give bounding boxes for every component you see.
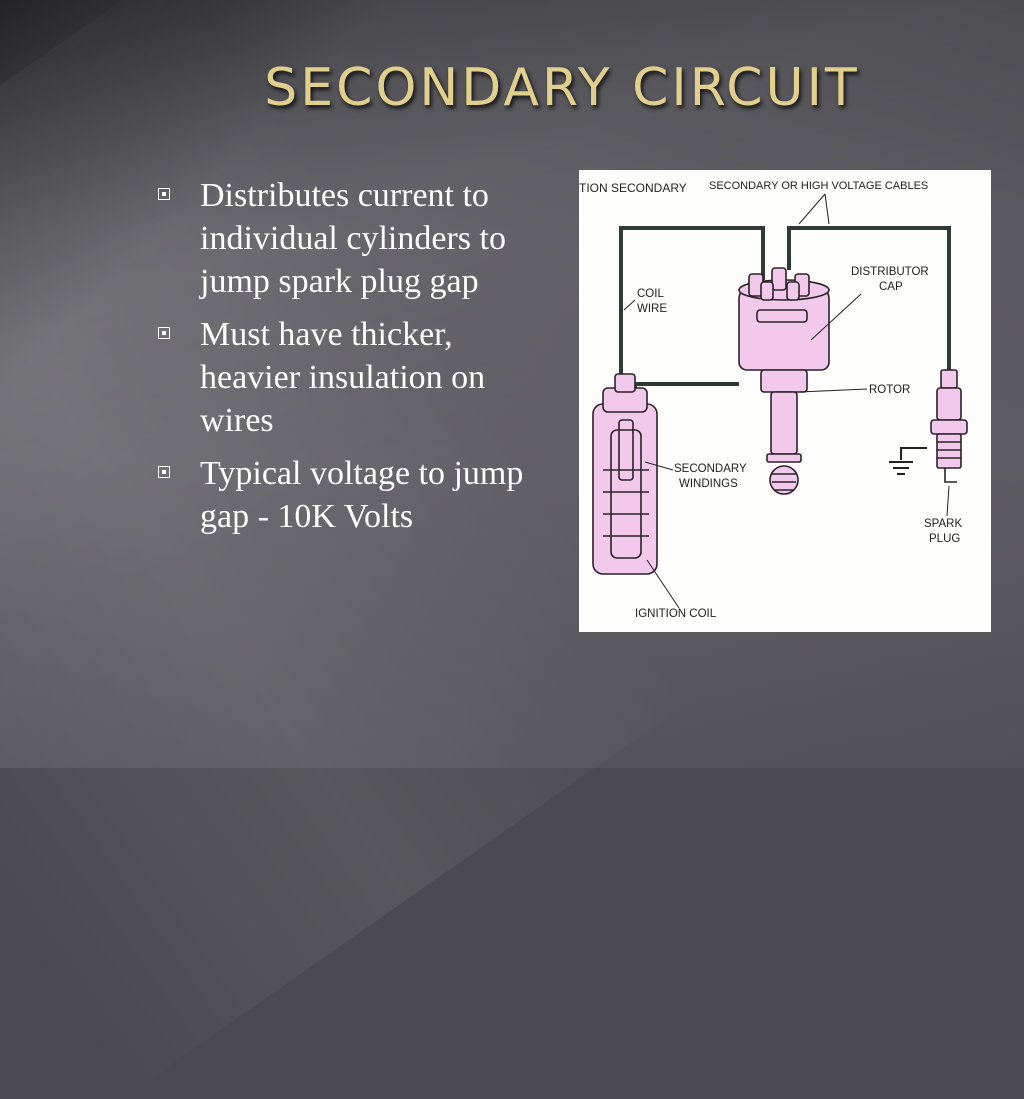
square-bullet-icon [158,327,170,339]
label-distributor-cap-1: DISTRIBUTOR [851,266,929,278]
slide-title: SECONDARY CIRCUIT [264,58,860,118]
bullet-text: Typical voltage to jump gap - 10K Volts [200,455,524,535]
ground-symbol-icon [889,447,927,475]
ignition-coil-icon [592,373,658,575]
bullet-text: Must have thicker, heavier insulation on… [200,316,486,439]
label-spark-plug-2: PLUG [929,533,960,545]
label-ignition-coil: IGNITION COIL [635,608,717,620]
ignition-diagram-drawing: TION SECONDARY SECONDARY OR HIGH VOLTAGE… [579,180,968,620]
label-distributor-cap-2: CAP [879,281,903,293]
distributor-icon [738,267,830,495]
diagram-header: TION SECONDARY [579,181,687,195]
bullet-item: Must have thicker, heavier insulation on… [158,313,548,442]
label-spark-plug-1: SPARK [924,518,962,530]
label-coil-wire-2: WIRE [637,303,667,315]
label-secondary-windings-1: SECONDARY [674,463,747,475]
label-secondary-windings-2: WINDINGS [679,478,738,490]
ignition-diagram: TION SECONDARY SECONDARY OR HIGH VOLTAGE… [579,170,991,632]
bullet-text: Distributes current to individual cylind… [200,177,506,300]
label-high-voltage-cables: SECONDARY OR HIGH VOLTAGE CABLES [709,180,928,192]
square-bullet-icon [158,466,170,478]
label-leader-lines [623,293,950,609]
bullet-item: Typical voltage to jump gap - 10K Volts [158,452,548,538]
bullet-item: Distributes current to individual cylind… [158,174,548,303]
square-bullet-icon [158,188,170,200]
label-coil-wire-1: COIL [637,288,664,300]
bullet-list: Distributes current to individual cylind… [158,174,548,548]
spark-plug-icon [930,369,968,483]
cable-label-arrows [798,193,830,225]
label-rotor: ROTOR [869,384,910,396]
